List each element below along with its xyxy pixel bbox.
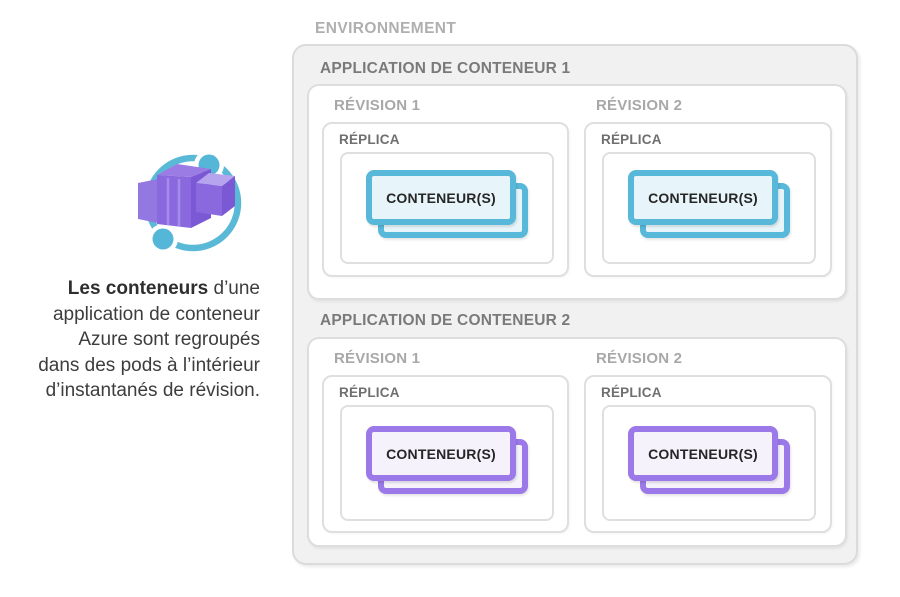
app1-label: APPLICATION DE CONTENEUR 1 — [320, 60, 571, 77]
azure-container-apps-icon — [133, 146, 253, 254]
app1-revision1-replica-box: CONTENEUR(S) — [340, 152, 554, 264]
app2-revision1-label: RÉVISION 1 — [334, 350, 421, 367]
app1-revision2-replica-label: RÉPLICA — [601, 132, 662, 147]
container-stack: CONTENEUR(S) — [366, 170, 534, 240]
caption-line: Les conteneurs d’une — [67, 278, 260, 299]
app1-revision1-label: RÉVISION 1 — [334, 97, 421, 114]
app2-box: RÉVISION 1 RÉPLICA CONTENEUR(S) RÉVISION… — [307, 337, 847, 547]
app2-revision1-box: RÉPLICA CONTENEUR(S) — [322, 375, 569, 533]
app2-revision2-label: RÉVISION 2 — [596, 350, 683, 367]
app2-revision2-box: RÉPLICA CONTENEUR(S) — [584, 375, 832, 533]
app1-revision1-box: RÉPLICA CONTENEUR(S) — [322, 122, 569, 277]
caption-line: d’instantanés de révision. — [45, 380, 260, 401]
container-stack: CONTENEUR(S) — [366, 426, 534, 496]
environment-box: APPLICATION DE CONTENEUR 1 RÉVISION 1 RÉ… — [292, 44, 858, 565]
app2-revision1-replica-label: RÉPLICA — [339, 385, 400, 400]
caption-line: Azure sont regroupés — [78, 329, 260, 350]
container-box: CONTENEUR(S) — [628, 170, 778, 225]
app2-revision2-replica-label: RÉPLICA — [601, 385, 662, 400]
caption-line: dans des pods à l’intérieur — [38, 354, 260, 376]
app2-revision2-replica-box: CONTENEUR(S) — [602, 405, 816, 521]
container-stack: CONTENEUR(S) — [628, 426, 796, 496]
app1-revision1-replica-label: RÉPLICA — [339, 132, 400, 147]
container-box: CONTENEUR(S) — [628, 426, 778, 481]
app1-revision2-label: RÉVISION 2 — [596, 97, 683, 114]
caption-line: application de conteneur — [52, 303, 260, 325]
environment-label: ENVIRONNEMENT — [315, 20, 457, 37]
app2-label: APPLICATION DE CONTENEUR 2 — [320, 312, 571, 329]
app1-revision2-box: RÉPLICA CONTENEUR(S) — [584, 122, 832, 277]
app2-revision1-replica-box: CONTENEUR(S) — [340, 405, 554, 521]
container-stack: CONTENEUR(S) — [628, 170, 796, 240]
app1-revision2-replica-box: CONTENEUR(S) — [602, 152, 816, 264]
app1-box: RÉVISION 1 RÉPLICA CONTENEUR(S) RÉVISION… — [307, 84, 847, 300]
container-box: CONTENEUR(S) — [366, 426, 516, 481]
caption-text: Les conteneurs d’une application de cont… — [8, 276, 260, 404]
caption-bold: Les conteneurs — [67, 278, 209, 299]
container-box: CONTENEUR(S) — [366, 170, 516, 225]
container-apps-icon-svg — [138, 150, 242, 254]
